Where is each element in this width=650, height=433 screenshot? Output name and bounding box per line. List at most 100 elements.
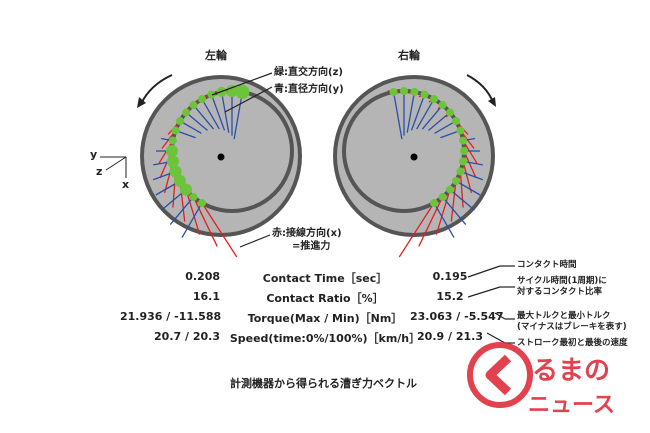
legend-red: 赤:接線方向(x) <box>272 228 342 239</box>
right-radial-vector <box>410 94 426 131</box>
axis-x-label: x <box>122 178 130 191</box>
legend-green: 緑:直交方向(z) <box>274 67 343 78</box>
right-normal-force-dot <box>438 101 447 110</box>
right-radial-vector <box>433 202 455 238</box>
leader-lines <box>211 72 515 344</box>
left-normal-force-dot <box>198 198 206 207</box>
legend-blue: 青:直径方向(y) <box>274 84 344 95</box>
metric-note: サイクル時間(1周期)に <box>517 276 607 286</box>
left-normal-force-dot <box>166 155 179 168</box>
right-normal-force-dot <box>451 177 460 185</box>
left-normal-force-dot <box>166 145 178 157</box>
right-normal-force-dot <box>438 192 447 201</box>
left-radial-vector <box>192 104 215 130</box>
right-normal-force-dot <box>389 87 398 96</box>
legend-red-sub: =推進力 <box>292 241 331 252</box>
left-normal-force-dot <box>207 90 216 99</box>
left-normal-force-dot <box>226 85 238 97</box>
metric-note: (マイナスはブレーキを表す) <box>517 322 627 332</box>
left-normal-force-dot <box>171 126 180 135</box>
right-normal-force-dot <box>460 147 468 155</box>
left-wheel-label: 左輪 <box>205 49 227 62</box>
left-normal-force-dot <box>180 183 193 196</box>
right-normal-force-dot <box>456 167 465 176</box>
right-value: 20.9 / 21.3 <box>417 330 483 343</box>
right-radial-vector <box>442 196 467 225</box>
right-tangential-vector <box>398 202 435 258</box>
logo-text-2: ニュース <box>528 393 615 418</box>
right-rotation-arrowhead <box>488 97 496 107</box>
left-normal-force-dot <box>189 192 198 201</box>
left-value: 20.7 / 20.3 <box>154 330 220 343</box>
right-radial-vector <box>416 98 435 130</box>
left-radial-vector <box>233 91 244 140</box>
right-tangential-vector <box>462 161 473 194</box>
axes-icon <box>100 156 127 178</box>
right-normal-force-dot <box>420 90 429 99</box>
left-value: 21.936 / -11.588 <box>120 310 222 323</box>
right-tangential-vector <box>463 150 477 179</box>
metric-label: Torque(Max / Min)［Nm］ <box>247 312 403 325</box>
axis-y-label: y <box>90 148 98 161</box>
right-normal-force-dot <box>451 117 460 125</box>
left-wheel-hub <box>217 153 225 161</box>
right-radial-vector <box>421 104 444 130</box>
left-rotation-arrowhead <box>137 97 146 108</box>
metric-label: Contact Time［sec］ <box>262 272 388 285</box>
figure-caption: 計測機器から得られる漕ぎ力ベクトル <box>230 377 417 390</box>
right-normal-force-dot <box>445 108 454 117</box>
left-value: 16.1 <box>192 290 220 303</box>
metric-note: ストローク最初と最後の速度 <box>517 338 628 348</box>
right-radial-vector <box>406 91 416 133</box>
left-normal-force-dot <box>168 136 177 145</box>
left-value: 0.208 <box>185 270 220 283</box>
left-radial-vector <box>181 202 203 238</box>
left-normal-force-dot <box>182 108 191 117</box>
right-radial-vector <box>392 91 403 140</box>
right-tangential-vector <box>435 189 451 235</box>
right-radial-vector <box>449 189 475 211</box>
right-radial-vector <box>455 180 481 196</box>
right-normal-force-dot <box>430 95 438 104</box>
left-normal-force-dot <box>189 101 198 110</box>
right-normal-force-dot <box>459 157 468 166</box>
metric-note: コンタクト時間 <box>517 260 577 270</box>
left-radial-vector <box>201 98 220 130</box>
left-tangential-vector <box>185 189 201 235</box>
logo-kurumanonews <box>467 342 533 408</box>
left-normal-force-dot <box>235 84 250 99</box>
left-normal-force-dot <box>176 117 185 125</box>
right-rotation-arrow <box>466 74 494 103</box>
right-tangential-vector <box>450 180 457 222</box>
right-normal-force-dot <box>456 126 465 135</box>
right-tangential-vector <box>462 140 478 164</box>
left-normal-force-dot <box>174 175 187 187</box>
left-normal-force-dot <box>169 165 182 178</box>
left-tangential-vector <box>158 140 174 164</box>
right-normal-force-dot <box>459 136 468 145</box>
left-radial-vector <box>179 120 202 134</box>
right-radial-vector <box>434 120 457 134</box>
right-wheel-hub <box>410 153 418 161</box>
logo-text-1: るまの <box>532 356 611 386</box>
axis-z-label: z <box>96 165 103 178</box>
metric-note: 最大トルクと最小トルク <box>517 311 611 321</box>
right-value: 15.2 <box>436 290 464 303</box>
left-normal-force-dot <box>198 95 206 104</box>
right-normal-force-dot <box>400 87 408 95</box>
metric-label: Speed(time:0%/100%)［km/h］ <box>229 332 421 345</box>
right-value: 0.195 <box>432 270 468 283</box>
metric-label: Contact Ratio［%］ <box>266 292 384 305</box>
left-tangential-vector <box>201 202 238 258</box>
left-radial-vector <box>169 196 194 225</box>
right-normal-force-dot <box>430 198 438 207</box>
right-value: 23.063 / -5.547 <box>410 310 504 323</box>
right-tangential-vector <box>459 171 464 208</box>
right-normal-force-dot <box>410 87 419 96</box>
right-normal-force-dot <box>445 185 454 194</box>
right-tangential-vector <box>418 196 444 247</box>
left-radial-vector <box>210 94 226 131</box>
left-tangential-vector <box>192 196 218 247</box>
left-radial-vector <box>185 111 208 131</box>
